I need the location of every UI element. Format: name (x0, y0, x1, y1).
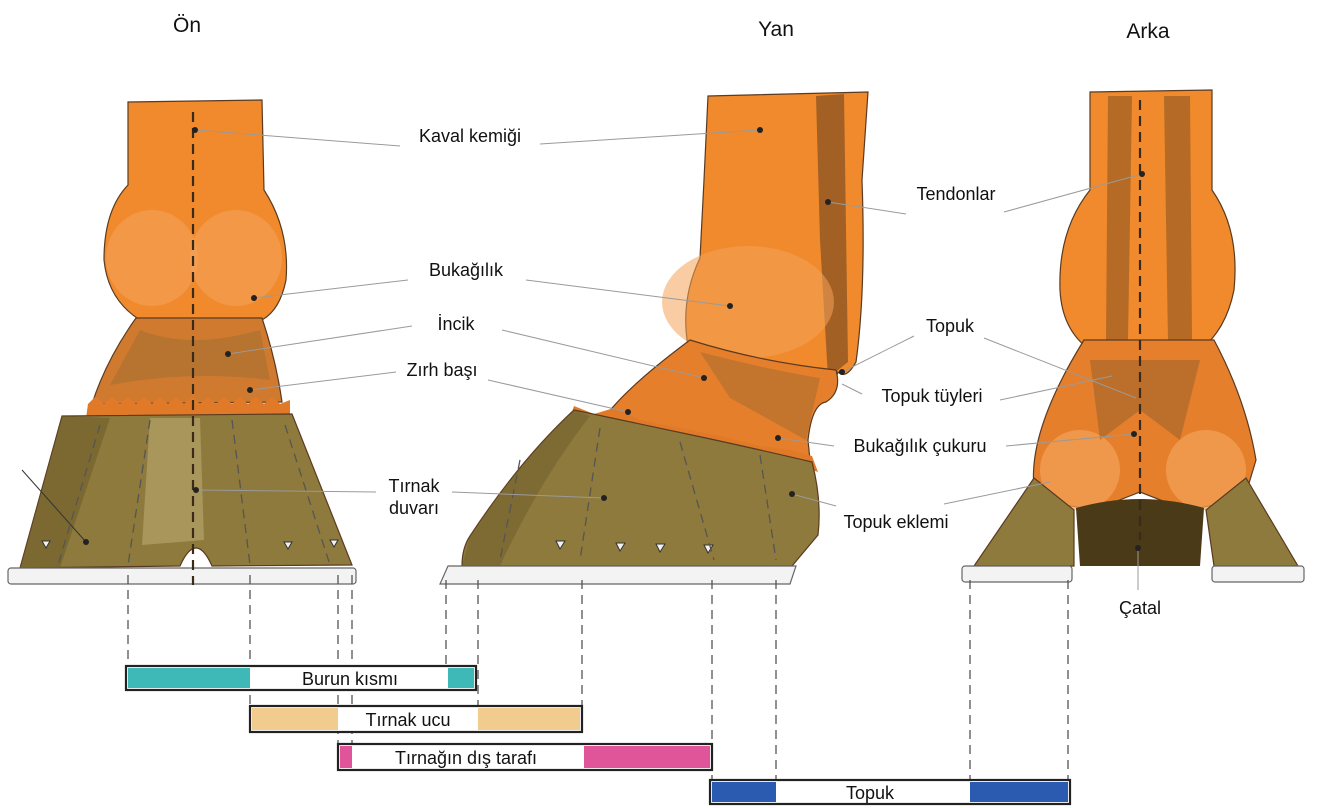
label-kaval: Kaval kemiği (419, 126, 521, 146)
label-tirnak-duvari-2: duvarı (389, 498, 439, 518)
tirnak-ucu-bar-fill-left (252, 708, 338, 730)
zirh-dot-side (625, 409, 631, 415)
topuk-dot-side (839, 369, 845, 375)
label-zirh: Zırh başı (406, 360, 477, 380)
tirnak-ucu-bar-fill-right (478, 708, 580, 730)
front-edge-dot (83, 539, 89, 545)
side-view (440, 92, 868, 584)
kaval-dot-side (757, 127, 763, 133)
kaval-dot-front (192, 127, 198, 133)
region-bars: Burun kısmı Tırnak ucu Tırnağın dış tara… (126, 666, 1070, 804)
topuk-bar-label: Topuk (846, 783, 895, 803)
view-title-back: Arka (1126, 20, 1170, 43)
dis-taraf-bar-fill-left (340, 746, 352, 768)
bukagilik-cukuru-dot-side (775, 435, 781, 441)
back-view (962, 90, 1304, 582)
view-title-front: Ön (173, 14, 201, 37)
label-tirnak-duvari-1: Tırnak (388, 476, 440, 496)
label-topuk: Topuk (926, 316, 975, 336)
zirh-leader-right (488, 380, 628, 412)
label-tendon: Tendonlar (916, 184, 995, 204)
back-tendon-shadow-r (1164, 96, 1192, 340)
burun-bar-fill-right (448, 668, 474, 688)
back-cannon (1060, 90, 1235, 350)
zirh-dot-front (247, 387, 253, 393)
back-sole-right (1212, 566, 1304, 582)
burun-bar-label: Burun kısmı (302, 669, 398, 689)
label-bukagilik: Bukağılık (429, 260, 504, 280)
burun-bar-fill-left (128, 668, 250, 688)
topuk-bar-fill-left (712, 782, 776, 802)
bukagilik-dot-side (727, 303, 733, 309)
front-sole (8, 568, 356, 584)
label-catal: Çatal (1119, 598, 1161, 618)
label-bukagilik-cukuru: Bukağılık çukuru (853, 436, 986, 456)
label-topuk-tuyleri: Topuk tüyleri (881, 386, 982, 406)
label-topuk-eklemi: Topuk eklemi (843, 512, 948, 532)
tirnak-ucu-bar-label: Tırnak ucu (365, 710, 450, 730)
back-tendon-shadow-l (1106, 96, 1132, 340)
front-hoof-highlight (142, 418, 204, 545)
front-fetlock-left (106, 210, 198, 306)
back-sole-left (962, 566, 1072, 582)
tendon-dot-back (1139, 171, 1145, 177)
topuk-bar-fill-right (970, 782, 1068, 802)
dis-taraf-bar-fill-right (584, 746, 710, 768)
topuk-tuyleri-leader-left (842, 384, 862, 394)
topuk-eklemi-dot-side (789, 491, 795, 497)
catal-dot (1135, 545, 1141, 551)
tirnak-duvari-dot-side (601, 495, 607, 501)
side-sole (440, 566, 796, 584)
view-title-side: Yan (758, 18, 794, 41)
label-incik: İncik (437, 314, 475, 334)
dis-taraf-bar-label: Tırnağın dış tarafı (395, 748, 537, 768)
tirnak-duvari-dot-front (193, 487, 199, 493)
incik-dot-side (701, 375, 707, 381)
bukagilik-cukuru-dot-back (1131, 431, 1137, 437)
tendon-dot-side (825, 199, 831, 205)
bukagilik-dot-front (251, 295, 257, 301)
front-fetlock-right (190, 210, 282, 306)
incik-dot-front (225, 351, 231, 357)
